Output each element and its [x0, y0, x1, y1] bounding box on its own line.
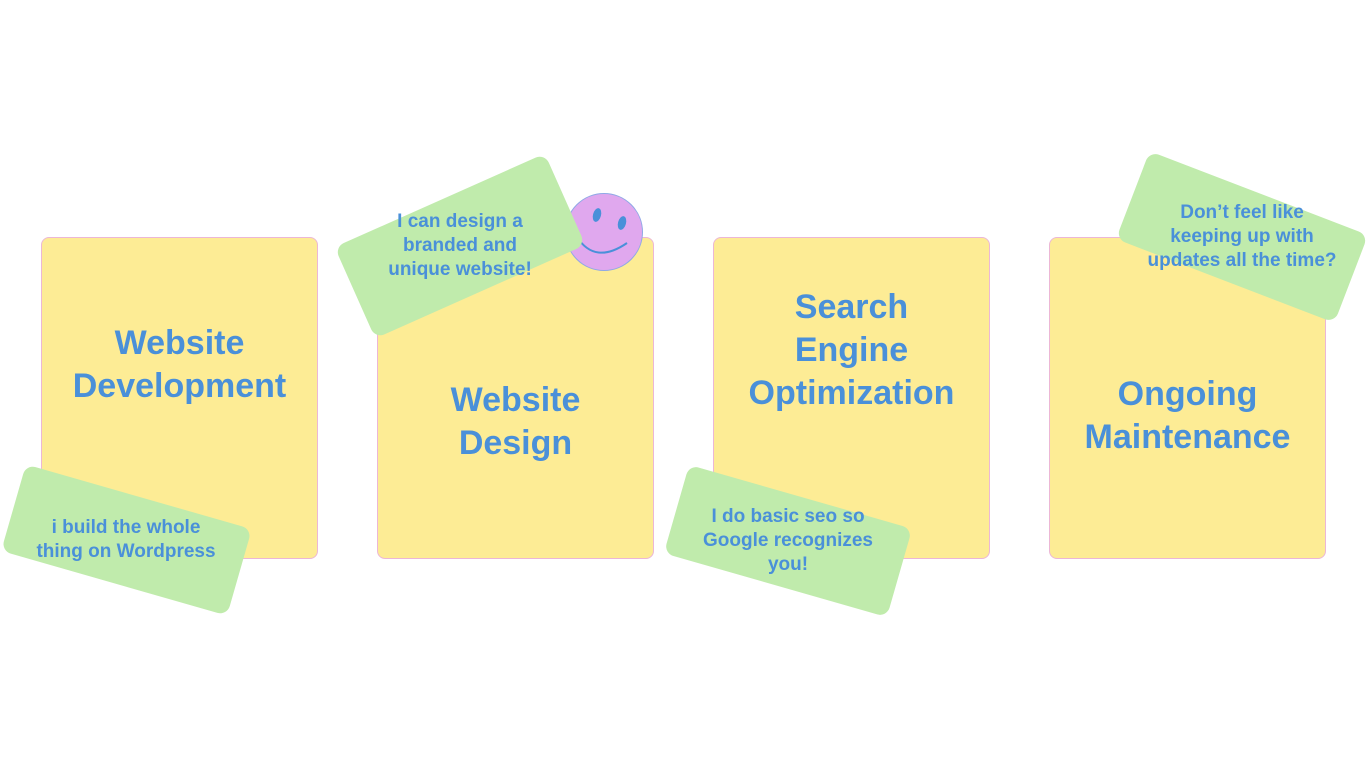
note-text-wordpress: i build the whole thing on Wordpress — [36, 516, 215, 564]
note-line: i build the whole — [51, 517, 201, 538]
note-line: updates all the time? — [1147, 250, 1337, 271]
title-line: Search — [794, 288, 909, 326]
note-line: you! — [767, 554, 809, 575]
note-text-maintenance: Don’t feel like keeping up with updates al… — [1148, 201, 1337, 273]
note-line: Don’t feel like — [1180, 202, 1304, 223]
title-line: Ongoing — [1117, 375, 1258, 413]
title-line: Design — [458, 424, 573, 462]
title-line: Engine — [794, 331, 909, 369]
title-line: Maintenance — [1084, 418, 1291, 456]
note-text-seo: I do basic seo so Google recognizes you! — [703, 505, 873, 577]
title-line: Website — [114, 324, 245, 362]
title-line: Website — [450, 381, 581, 419]
note-line: branded and — [402, 235, 518, 256]
note-text-design: I can design a branded and unique website! — [388, 210, 532, 282]
note-line: thing on Wordpress — [36, 541, 216, 562]
title-line: Optimization — [748, 374, 955, 412]
note-line: I can design a — [397, 211, 523, 232]
note-line: Google recognizes — [703, 530, 873, 551]
note-line: keeping up with — [1170, 226, 1314, 247]
title-line: Development — [72, 367, 287, 405]
note-line: I do basic seo so — [711, 506, 865, 527]
note-line: unique website! — [388, 259, 532, 280]
